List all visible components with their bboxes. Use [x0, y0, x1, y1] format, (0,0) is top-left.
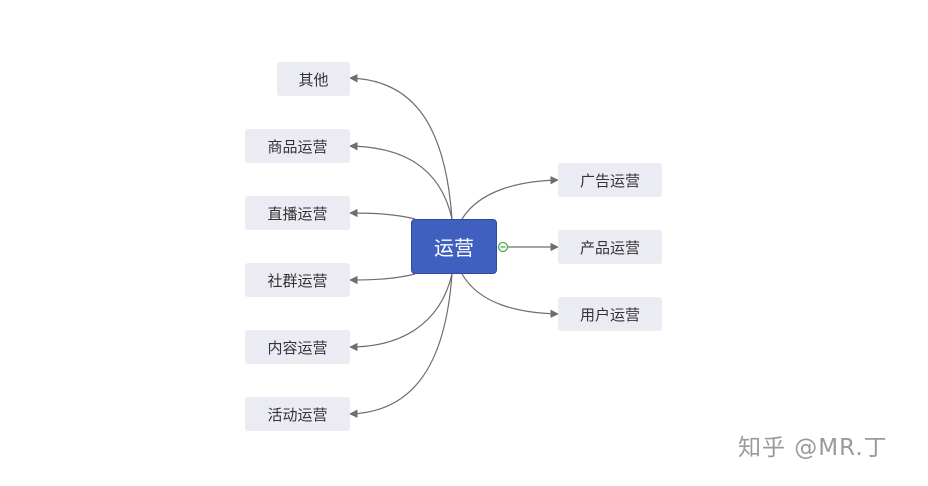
branch-node-event-ops[interactable]: 活动运营 [245, 397, 350, 431]
branch-node-label: 其他 [298, 70, 329, 89]
branch-node-ad-ops[interactable]: 广告运营 [558, 163, 662, 197]
branch-node-content-ops[interactable]: 内容运营 [245, 330, 350, 364]
branch-node-label: 内容运营 [267, 338, 328, 357]
branch-node-label: 商品运营 [267, 137, 328, 156]
branch-node-user-ops[interactable]: 用户运营 [558, 297, 662, 331]
branch-node-label: 社群运营 [267, 271, 328, 290]
connector-left-3 [349, 208, 416, 220]
connector-right-1 [461, 176, 559, 220]
branch-node-label: 广告运营 [579, 171, 640, 190]
connector-left-2 [349, 141, 453, 220]
branch-node-other[interactable]: 其他 [277, 62, 350, 96]
watermark: 知乎 @MR.丁 [738, 435, 888, 461]
connector-left-4 [349, 273, 416, 285]
central-topic[interactable]: 运营 [411, 219, 497, 274]
branch-node-label: 用户运营 [579, 305, 640, 324]
branch-node-label: 产品运营 [579, 238, 640, 257]
collapse-toggle-icon[interactable] [497, 241, 509, 253]
connector-left-5 [349, 273, 453, 352]
branch-node-label: 直播运营 [267, 204, 328, 223]
branch-node-product-ops[interactable]: 商品运营 [245, 129, 350, 163]
branch-node-community-ops[interactable]: 社群运营 [245, 263, 350, 297]
connector-left-1 [349, 74, 453, 220]
connector-right-3 [461, 273, 559, 318]
branch-node-livestream-ops[interactable]: 直播运营 [245, 196, 350, 230]
connector-left-6 [349, 273, 453, 418]
branch-node-product-management-ops[interactable]: 产品运营 [558, 230, 662, 264]
central-topic-label: 运营 [434, 236, 474, 260]
branch-node-label: 活动运营 [267, 405, 328, 424]
